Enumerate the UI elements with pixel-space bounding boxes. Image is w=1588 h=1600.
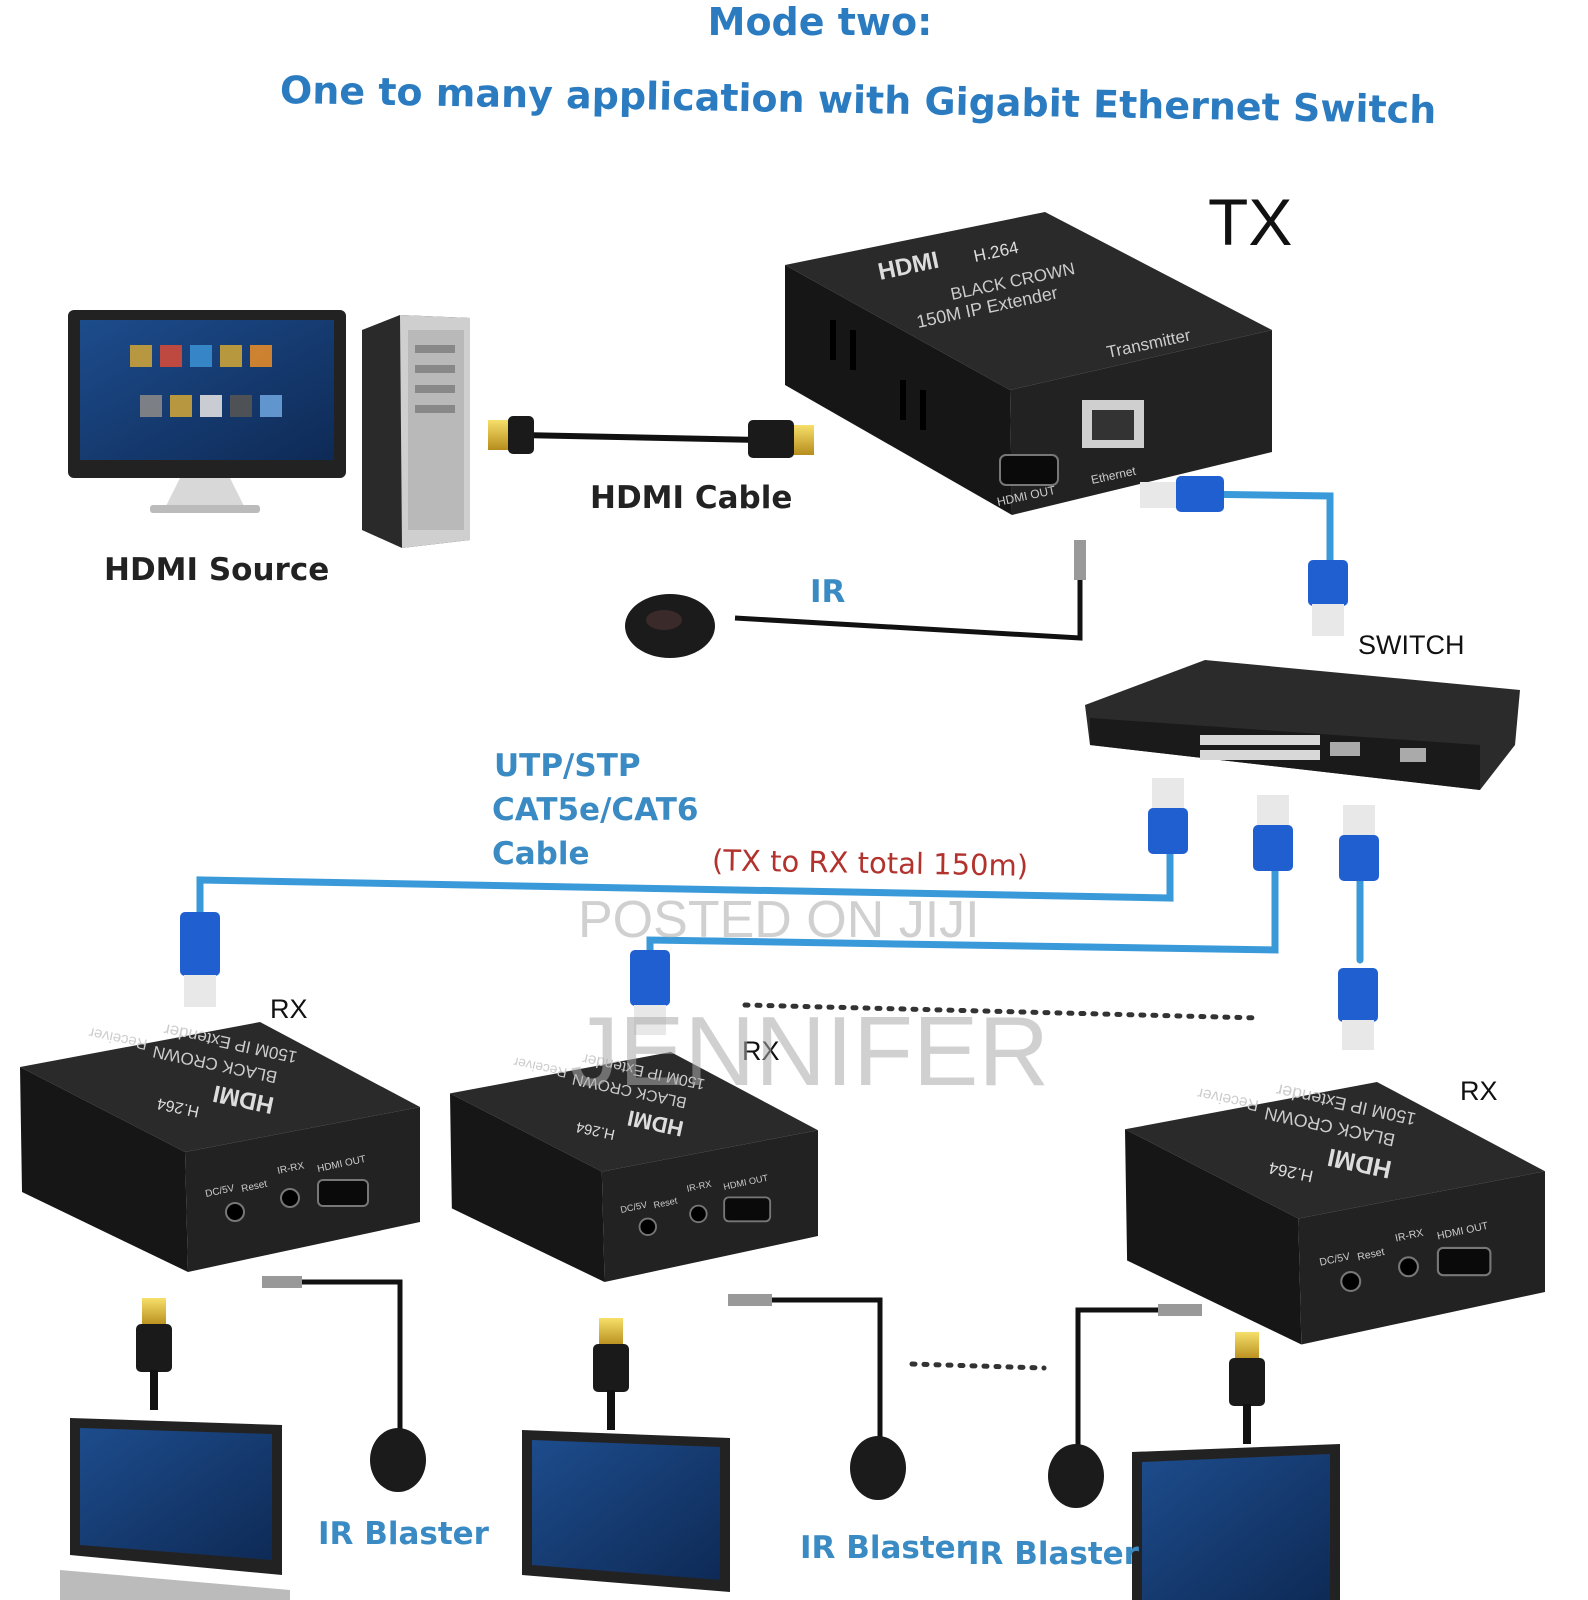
ir-label: IR bbox=[810, 574, 846, 610]
cable-switch-to-rx1 bbox=[196, 846, 1174, 919]
ethernet-switch bbox=[1085, 660, 1520, 790]
hdmi-source-label: HDMI Source bbox=[104, 552, 330, 588]
rx3-port-ir-rx: IR-RX bbox=[1394, 1227, 1424, 1245]
rx-hdmi-plug-1 bbox=[136, 1298, 172, 1410]
rx-device-2: HDMI H.264 BLACK CROWN 150M IP Extender … bbox=[450, 1050, 818, 1282]
hdmi-cable-graphic bbox=[488, 416, 814, 458]
rx3-role: Receiver bbox=[1196, 1084, 1260, 1114]
rx-device-1: HDMI H.264 BLACK CROWN 150M IP Extender … bbox=[20, 1020, 420, 1272]
rx-display-3 bbox=[1132, 1444, 1340, 1600]
rx2-port-reset: Reset bbox=[653, 1195, 679, 1210]
rx2-role: Receiver bbox=[512, 1054, 569, 1080]
rx-display-1 bbox=[60, 1418, 290, 1600]
ir-blaster-1 bbox=[262, 1276, 426, 1492]
ir-blaster-label-1: IR Blaster bbox=[318, 1516, 489, 1552]
rx-label-3: RX bbox=[1460, 1076, 1498, 1106]
distance-note: (TX to RX total 150m) bbox=[711, 843, 1029, 883]
watermark-line1: POSTED ON JIJI bbox=[578, 891, 980, 949]
rx1-role: Receiver bbox=[87, 1024, 148, 1053]
dotted-lines bbox=[742, 1002, 1263, 1371]
cable-type-line2: CAT5e/CAT6 bbox=[492, 792, 699, 828]
cable-tx-to-switch bbox=[1186, 490, 1334, 564]
cable-type-line1: UTP/STP bbox=[494, 748, 641, 784]
ir-blaster-3 bbox=[1048, 1304, 1202, 1508]
rx-display-2 bbox=[522, 1430, 730, 1592]
tx-device: HDMI H.264 BLACK CROWN 150M IP Extender … bbox=[785, 212, 1272, 515]
switch-label: SWITCH bbox=[1358, 630, 1465, 660]
rx-hdmi-plug-2 bbox=[593, 1318, 629, 1430]
ir-blaster-2 bbox=[728, 1294, 906, 1500]
rx-hdmi-plug-3 bbox=[1229, 1332, 1265, 1444]
rx-label-1: RX bbox=[270, 994, 308, 1024]
ir-receiver-graphic bbox=[625, 540, 1086, 658]
watermark-line2: JENNIFER bbox=[570, 996, 1050, 1106]
hdmi-source-monitor bbox=[68, 310, 346, 513]
rx1-port-reset: Reset bbox=[240, 1179, 268, 1195]
diagram-title-line1: Mode two: bbox=[707, 0, 933, 44]
cable-type-line3: Cable bbox=[492, 836, 590, 872]
rx3-port-reset: Reset bbox=[1356, 1246, 1385, 1263]
rx-label-2: RX bbox=[742, 1036, 780, 1066]
hdmi-source-pc bbox=[362, 315, 470, 548]
rx-device-3: HDMI H.264 BLACK CROWN 150M IP Extender … bbox=[1125, 1080, 1545, 1345]
tx-label: TX bbox=[1208, 185, 1293, 259]
hdmi-cable-label: HDMI Cable bbox=[590, 480, 793, 516]
rj45-connectors bbox=[180, 476, 1379, 1050]
ir-blaster-label-3: IR Blaster bbox=[968, 1536, 1139, 1572]
ir-blaster-label-2: IR Blaster bbox=[800, 1530, 971, 1566]
rx2-codec: H.264 bbox=[575, 1118, 617, 1142]
